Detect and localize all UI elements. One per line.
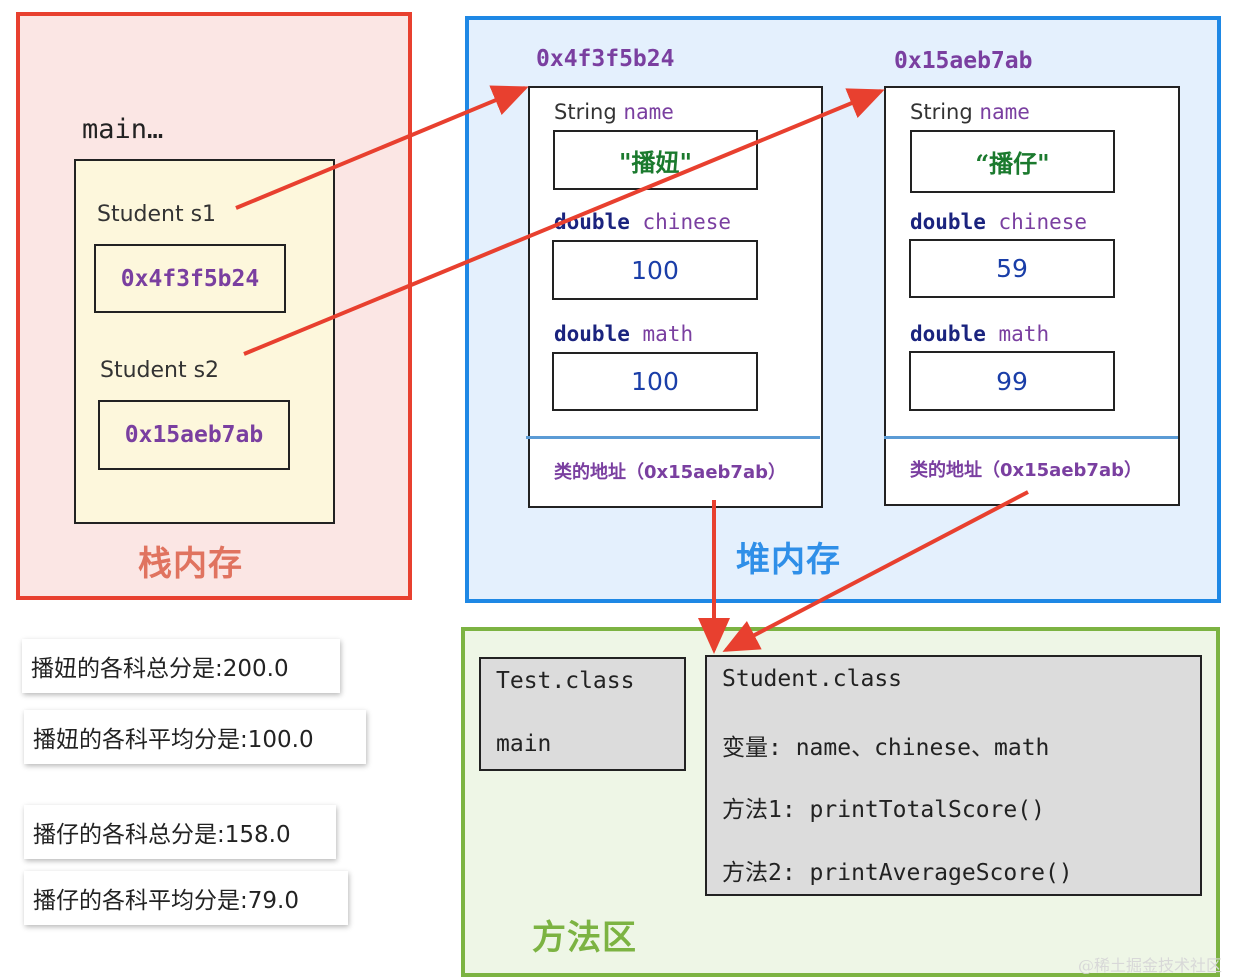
s1-reference-box: 0x4f3f5b24 [94, 244, 286, 313]
math-field-name: math [642, 322, 694, 346]
s1-variable-label: Student s1 [97, 202, 217, 227]
name-field-type: String [910, 100, 973, 124]
object1-address: 0x4f3f5b24 [536, 46, 675, 72]
heap-memory-title: 堆内存 [736, 540, 841, 580]
math-field-name: math [998, 322, 1050, 346]
stack-memory-title: 栈内存 [138, 544, 243, 584]
object1-name-field-label: String name [554, 100, 674, 124]
name-field-name: name [979, 100, 1030, 124]
object2-divider [884, 436, 1178, 439]
object2-class-address: 类的地址（0x15aeb7ab） [910, 460, 1142, 481]
student-class-variables: 变量: name、chinese、math [722, 735, 1050, 761]
object1-divider [526, 436, 820, 439]
student-class-box [705, 655, 1202, 896]
name-field-type: String [554, 100, 617, 124]
object2-math-value: 99 [909, 351, 1115, 411]
object2-name-value: “播仔" [910, 130, 1115, 193]
object1-class-address: 类的地址（0x15aeb7ab） [554, 462, 786, 483]
output-line-2: 播妞的各科平均分是:100.0 [24, 710, 366, 764]
object1-chinese-field-label: double chinese [554, 210, 731, 234]
object2-name-field-label: String name [910, 100, 1030, 124]
student-class-method1: 方法1: printTotalScore() [722, 797, 1045, 823]
watermark: @稀土掘金技术社区 [1078, 956, 1223, 975]
object2-chinese-value: 59 [909, 239, 1115, 298]
object1-math-field-label: double math [554, 322, 693, 346]
student-class-method2: 方法2: printAverageScore() [722, 860, 1073, 886]
output-line-1: 播妞的各科总分是:200.0 [22, 639, 340, 693]
math-field-type: double [910, 322, 986, 346]
test-class-box [479, 657, 686, 771]
chinese-field-name: chinese [642, 210, 732, 234]
chinese-field-name: chinese [998, 210, 1088, 234]
object1-name-value: "播妞" [553, 130, 758, 190]
s2-variable-label: Student s2 [100, 358, 220, 383]
main-frame-label: main… [82, 114, 164, 145]
math-field-type: double [554, 322, 630, 346]
chinese-field-type: double [554, 210, 630, 234]
chinese-field-type: double [910, 210, 986, 234]
object2-chinese-field-label: double chinese [910, 210, 1087, 234]
object2-address: 0x15aeb7ab [894, 48, 1033, 74]
test-class-main-method: main [496, 731, 552, 757]
s2-reference-box: 0x15aeb7ab [98, 400, 290, 470]
method-area-title: 方法区 [532, 918, 637, 958]
object1-math-value: 100 [552, 352, 758, 411]
output-line-4: 播仔的各科平均分是:79.0 [24, 871, 348, 925]
output-line-3: 播仔的各科总分是:158.0 [24, 805, 336, 859]
object2-math-field-label: double math [910, 322, 1049, 346]
test-class-name: Test.class [496, 668, 635, 694]
name-field-name: name [623, 100, 674, 124]
object1-chinese-value: 100 [552, 240, 758, 300]
student-class-name: Student.class [722, 666, 903, 692]
